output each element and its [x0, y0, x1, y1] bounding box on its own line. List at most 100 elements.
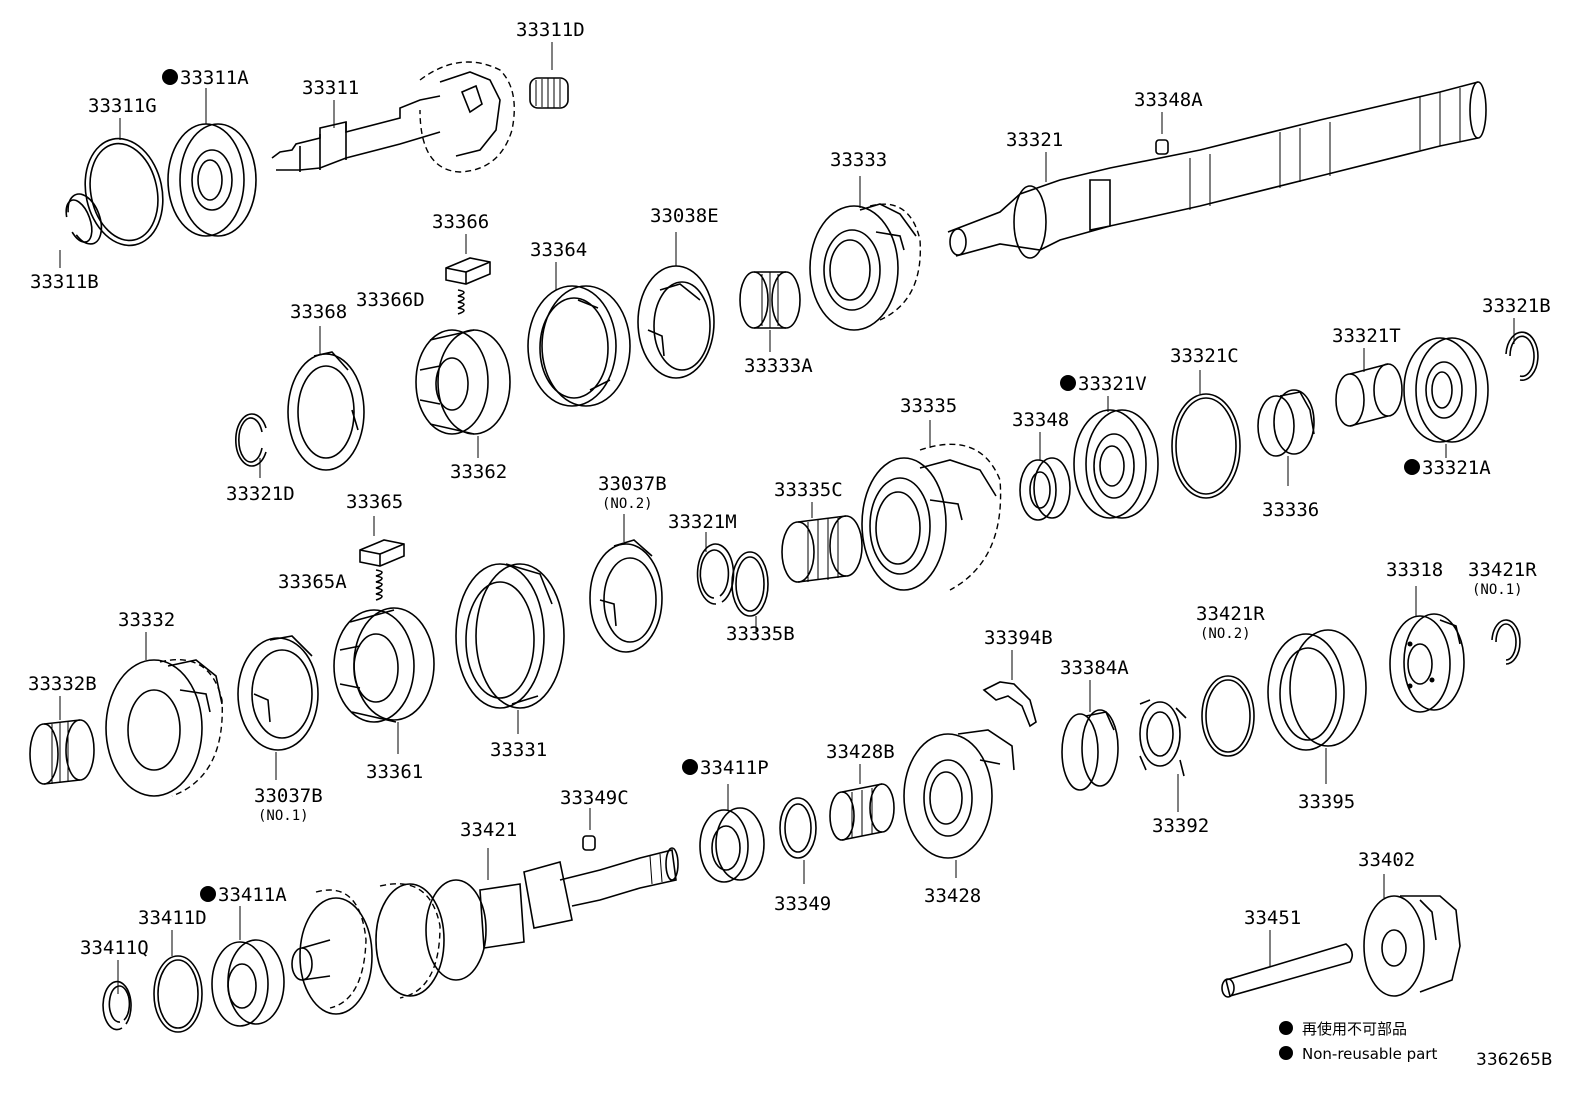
hub-sleeve-33364	[527, 262, 631, 407]
synchronizer-ring-33037B-no2	[589, 514, 663, 653]
label-33451: 33451	[1244, 907, 1301, 929]
non-reusable-marker	[162, 69, 178, 85]
label-33321A: 33321A	[1422, 457, 1491, 479]
bearing-33321V	[1073, 396, 1159, 519]
label-33311A: 33311A	[180, 67, 249, 89]
spring-33366D	[457, 289, 465, 315]
label-33321T: 33321T	[1332, 325, 1401, 347]
legend-text-ja: 再使用不可部品	[1302, 1020, 1407, 1038]
legend-marker	[1279, 1046, 1293, 1060]
label-33411A: 33411A	[218, 884, 287, 906]
needle-bearing-33333A	[739, 271, 801, 352]
label-33037B-no1: 33037B	[254, 785, 323, 807]
shifting-key-33366	[445, 234, 491, 285]
ring-33411D	[153, 930, 203, 1033]
label-33348A: 33348A	[1134, 89, 1203, 111]
label-33321M: 33321M	[668, 511, 737, 533]
snap-ring-33411Q	[102, 960, 132, 1031]
label-33392: 33392	[1152, 815, 1209, 837]
needle-bearing-33428B	[829, 764, 895, 841]
snap-ring-33321M	[696, 532, 735, 605]
snap-ring-33311B	[59, 193, 103, 268]
label-33321D: 33321D	[226, 483, 295, 505]
pin-33348A	[1155, 112, 1169, 155]
synchronizer-ring-33368	[287, 326, 365, 471]
label-33321V: 33321V	[1078, 373, 1147, 395]
label-33349: 33349	[774, 893, 831, 915]
label-33365A: 33365A	[278, 571, 347, 593]
retainer-33392	[1139, 699, 1187, 812]
label-33037B-no1-sub: (NO.1)	[258, 808, 309, 824]
label-33333A: 33333A	[744, 355, 813, 377]
legend: 再使用不可部品 Non-reusable part	[1279, 1020, 1437, 1063]
label-33362: 33362	[450, 461, 507, 483]
label-33394B: 33394B	[984, 627, 1053, 649]
legend-text-en: Non-reusable part	[1302, 1045, 1437, 1063]
snap-ring-33321D	[235, 413, 267, 478]
snap-ring-33421R-no1	[1491, 619, 1521, 665]
label-33402: 33402	[1358, 849, 1415, 871]
ring-33321C	[1171, 370, 1241, 499]
gear-33428	[903, 729, 1015, 878]
bearing-33411A	[211, 906, 285, 1027]
label-33348: 33348	[1012, 409, 1069, 431]
bearing-33321A	[1403, 337, 1489, 458]
output-shaft-33321	[947, 81, 1487, 259]
needle-bearing-33311D	[529, 42, 569, 109]
label-33332: 33332	[118, 609, 175, 631]
gear-33333	[809, 176, 922, 331]
input-shaft-33311	[271, 61, 515, 173]
label-33368: 33368	[290, 301, 347, 323]
label-33411P: 33411P	[700, 757, 769, 779]
label-33037B-no2: 33037B	[598, 473, 667, 495]
gear-33402	[1363, 874, 1461, 997]
synchronizer-ring-33038E	[637, 232, 715, 379]
gear-33395	[1267, 629, 1367, 784]
bush-33348	[1019, 432, 1071, 521]
ring-33311G	[84, 118, 164, 247]
reference-code: 336265B	[1476, 1050, 1553, 1070]
ring-33349	[779, 797, 817, 884]
label-33411Q: 33411Q	[80, 937, 149, 959]
label-33395: 33395	[1298, 791, 1355, 813]
label-33336: 33336	[1262, 499, 1319, 521]
label-33384A: 33384A	[1060, 657, 1129, 679]
label-33335: 33335	[900, 395, 957, 417]
label-33311B: 33311B	[30, 271, 99, 293]
non-reusable-marker	[682, 759, 698, 775]
label-33428B: 33428B	[826, 741, 895, 763]
label-33333: 33333	[830, 149, 887, 171]
cone-33384A	[1061, 680, 1119, 791]
label-33421R-no1: 33421R	[1468, 559, 1537, 581]
counter-shaft-33421	[291, 847, 679, 1015]
synchronizer-ring-33037B-no1	[237, 635, 319, 780]
label-33318: 33318	[1386, 559, 1443, 581]
bearing-33411P	[699, 784, 765, 883]
label-33361: 33361	[366, 761, 423, 783]
label-33311G: 33311G	[88, 95, 157, 117]
label-33321C: 33321C	[1170, 345, 1239, 367]
snap-ring-33321B	[1505, 318, 1539, 381]
label-33428: 33428	[924, 885, 981, 907]
label-33421R-no1-sub: (NO.1)	[1472, 582, 1523, 598]
legend-marker	[1279, 1021, 1293, 1035]
non-reusable-marker	[1404, 459, 1420, 475]
label-33364: 33364	[530, 239, 587, 261]
label-33349C: 33349C	[560, 787, 629, 809]
label-33365: 33365	[346, 491, 403, 513]
ring-33421R-no2	[1201, 675, 1255, 757]
label-33421R-no2: 33421R	[1196, 603, 1265, 625]
pin-33349C	[582, 808, 596, 851]
label-33421: 33421	[460, 819, 517, 841]
label-33321B: 33321B	[1482, 295, 1551, 317]
gear-33318	[1389, 586, 1465, 713]
clutch-hub-33361	[333, 607, 435, 754]
shifting-key-33365	[359, 516, 405, 567]
bearing-33311A	[167, 88, 257, 237]
gear-33335	[861, 420, 1002, 591]
label-33311D: 33311D	[516, 19, 585, 41]
collar-33321T	[1335, 348, 1403, 427]
hub-sleeve-33331	[455, 563, 565, 734]
needle-bearing-33332B	[29, 696, 95, 785]
